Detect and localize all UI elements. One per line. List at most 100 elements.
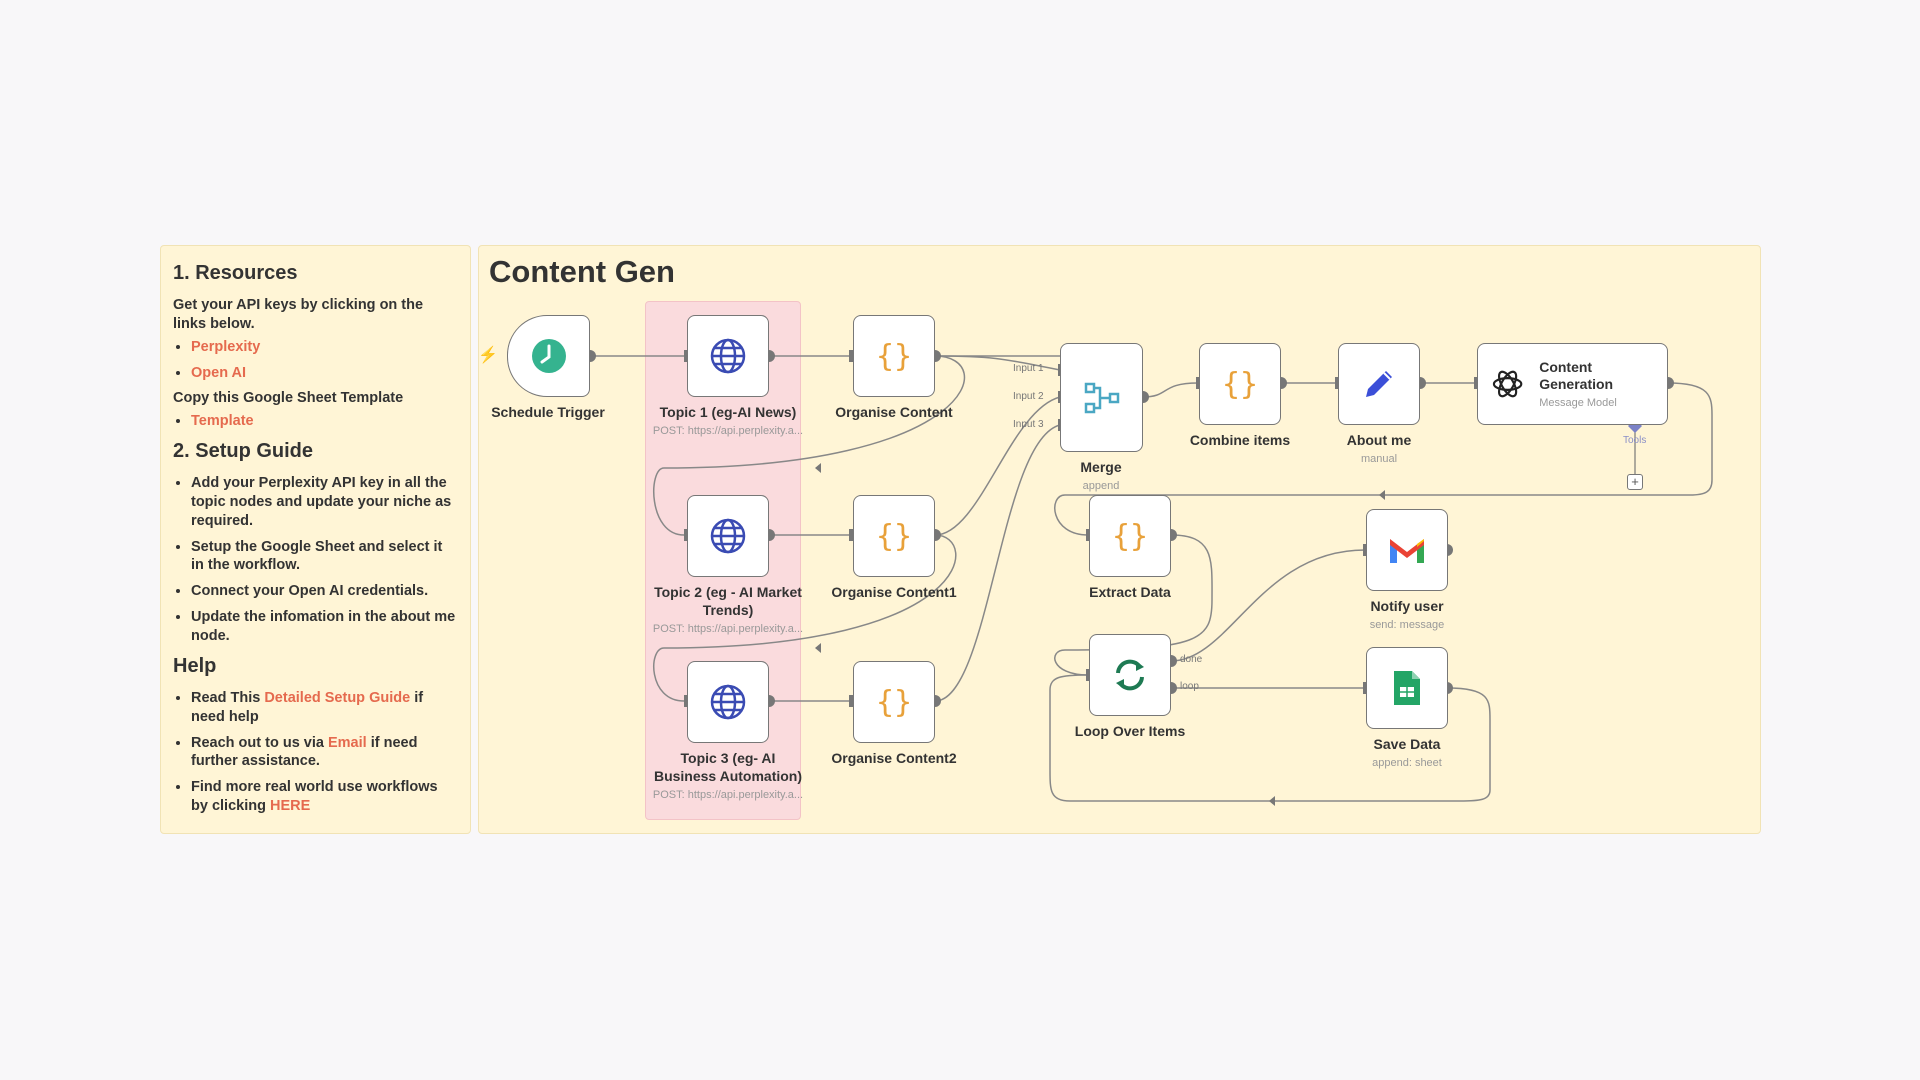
setup-item: Add your Perplexity API key in all the t…	[191, 474, 458, 531]
setup-item: Update the infomation in the about me no…	[191, 608, 458, 646]
code-braces-icon: {}	[1222, 367, 1258, 402]
resources-heading: 1. Resources	[173, 262, 298, 284]
input-handle	[1086, 669, 1090, 681]
help-text: Read This	[191, 689, 265, 706]
organise-content1-label: Organise Content1	[831, 584, 957, 600]
merge-input1-label: Input 1	[1013, 363, 1044, 374]
help-heading: Help	[173, 654, 217, 677]
notify-user-node[interactable]	[1366, 509, 1448, 591]
refresh-icon	[1116, 659, 1144, 691]
organise-content-node[interactable]: {}	[853, 315, 935, 397]
input-handle	[684, 350, 688, 362]
notify-user-subtitle: send: message	[1369, 619, 1445, 631]
email-link[interactable]: Email	[327, 734, 367, 751]
connection	[1170, 549, 1366, 662]
code-braces-icon: {}	[876, 685, 912, 720]
help-text: Find more real world use workflows by cl…	[191, 779, 438, 815]
save-data-label: Save Data	[1373, 736, 1441, 752]
organise-content1-node[interactable]: {}	[853, 495, 935, 577]
help-text: Reach out to us via	[191, 734, 328, 751]
svg-text:{}: {}	[1112, 519, 1148, 554]
merge-subtitle: append	[1082, 480, 1120, 492]
help-text: if need help	[191, 689, 424, 725]
topic3-subtitle: POST: https://api.perplexity.a...	[652, 789, 804, 801]
input-handle	[1086, 529, 1090, 541]
instructions-sticky-note: 1. Resources Get your API keys by clicki…	[160, 245, 471, 834]
topic3-http-node[interactable]	[687, 661, 769, 743]
merge-input3-label: Input 3	[1013, 419, 1044, 430]
schedule-trigger-label: Schedule Trigger	[491, 404, 605, 420]
input-handle	[1335, 377, 1339, 389]
globe-icon	[710, 338, 746, 374]
connection	[934, 355, 1061, 371]
connection	[653, 534, 957, 702]
merge-input2-label: Input 2	[1013, 391, 1044, 402]
content-generation-node[interactable]: Content Generation Message Model	[1477, 343, 1668, 425]
setup-guide-link[interactable]: Detailed Setup Guide	[264, 689, 411, 706]
add-tool-button[interactable]: +	[1627, 474, 1643, 490]
topic1-subtitle: POST: https://api.perplexity.a...	[652, 425, 804, 437]
input-handle	[849, 350, 853, 362]
loop-done-label: done	[1180, 654, 1203, 665]
input-handle	[1363, 682, 1367, 694]
sheet-intro: Copy this Google Sheet Template	[173, 390, 404, 407]
extract-data-node[interactable]: {}	[1089, 495, 1171, 577]
organise-content2-label: Organise Content2	[831, 750, 957, 766]
content-generation-subtitle: Message Model	[1539, 396, 1617, 409]
connection	[1142, 382, 1199, 398]
code-braces-icon: {}	[1112, 519, 1148, 554]
merge-label: Merge	[1080, 459, 1122, 475]
svg-text:{}: {}	[1222, 367, 1258, 402]
help-text: if need further assistance.	[191, 734, 418, 770]
save-data-node[interactable]	[1366, 647, 1448, 729]
perplexity-link[interactable]: Perplexity	[191, 338, 261, 355]
help-item: Read This Detailed Setup Guide if need h…	[191, 689, 458, 727]
save-data-subtitle: append: sheet	[1372, 757, 1442, 769]
trigger-bolt-icon: ⚡	[478, 347, 498, 364]
topic3-label: Topic 3 (eg- AI Business Automation)	[653, 750, 803, 784]
setup-item: Connect your Open AI credentials.	[191, 582, 458, 601]
connection	[653, 355, 966, 536]
sheets-icon	[1394, 671, 1420, 705]
svg-text:{}: {}	[876, 519, 912, 554]
input-handle	[1474, 377, 1478, 389]
extract-data-label: Extract Data	[1089, 584, 1171, 600]
content-generation-title: Content Generation	[1539, 359, 1614, 392]
about-me-label: About me	[1346, 432, 1412, 448]
input-handle	[849, 529, 853, 541]
input-handle	[1363, 544, 1367, 556]
topic1-label: Topic 1 (eg-AI News)	[659, 404, 797, 420]
topic2-http-node[interactable]	[687, 495, 769, 577]
topic1-http-node[interactable]	[687, 315, 769, 397]
combine-items-label: Combine items	[1189, 432, 1291, 448]
workflow-title: Content Gen	[489, 254, 675, 289]
input-handle	[849, 695, 853, 707]
help-item: Reach out to us via Email if need furthe…	[191, 734, 458, 772]
organise-content-label: Organise Content	[835, 404, 953, 420]
code-braces-icon: {}	[876, 519, 912, 554]
combine-items-node[interactable]: {}	[1199, 343, 1281, 425]
here-link[interactable]: HERE	[269, 798, 311, 815]
globe-icon	[710, 684, 746, 720]
merge-icon	[1084, 382, 1119, 413]
connection	[1054, 382, 1713, 536]
openai-link[interactable]: Open AI	[191, 364, 247, 381]
notify-user-label: Notify user	[1370, 598, 1444, 614]
topic2-subtitle: POST: https://api.perplexity.a...	[652, 623, 804, 635]
merge-node[interactable]	[1060, 343, 1143, 452]
organise-content2-node[interactable]: {}	[853, 661, 935, 743]
svg-text:{}: {}	[876, 339, 912, 374]
tools-label: Tools	[1623, 435, 1647, 446]
loop-over-items-label: Loop Over Items	[1074, 723, 1186, 739]
clock-icon	[531, 339, 566, 373]
topic2-label: Topic 2 (eg - AI Market Trends)	[654, 584, 802, 618]
about-me-node[interactable]	[1338, 343, 1420, 425]
template-link[interactable]: Template	[191, 413, 254, 430]
code-braces-icon: {}	[876, 339, 912, 374]
loop-over-items-node[interactable]	[1089, 634, 1171, 716]
about-me-subtitle: manual	[1360, 453, 1398, 465]
gmail-icon	[1390, 539, 1424, 563]
schedule-trigger-node[interactable]	[507, 315, 590, 397]
connection	[934, 424, 1061, 702]
